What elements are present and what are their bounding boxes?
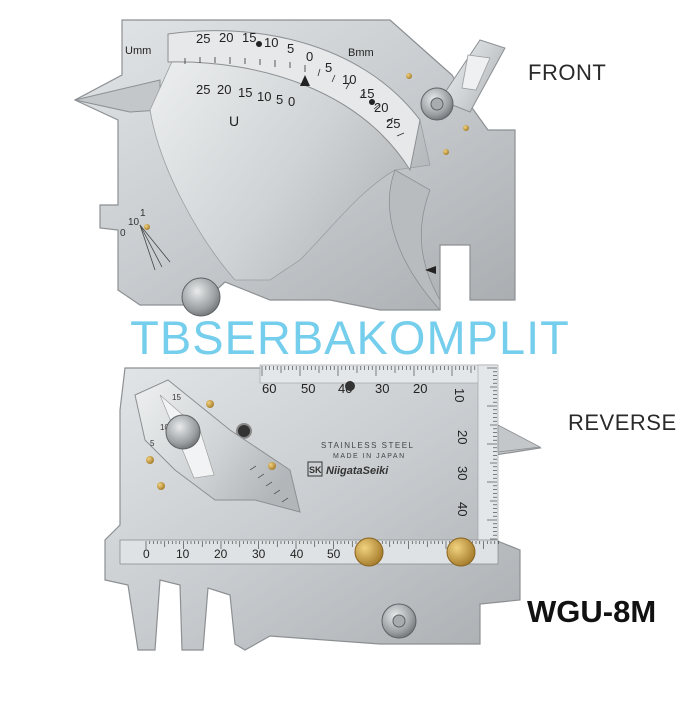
model-number: WGU-8M xyxy=(527,594,657,629)
engraving-material: STAINLESS STEEL xyxy=(321,441,415,450)
side-ruler-label-30: 30 xyxy=(455,466,470,480)
slide-brass-knob xyxy=(354,537,384,567)
front-outer-scale-right-3: 20 xyxy=(374,100,388,115)
front-label: FRONT xyxy=(528,60,607,85)
front-pin xyxy=(443,149,449,155)
bottom-ruler-label-10: 10 xyxy=(176,547,190,561)
side-ruler-label-20: 20 xyxy=(455,430,470,444)
top-ruler-label-30: 30 xyxy=(375,381,389,396)
angle-tool-knob xyxy=(165,414,201,450)
front-pin xyxy=(463,125,469,131)
front-outer-scale-right-0: 5 xyxy=(325,60,332,75)
front-left-unit: Umm xyxy=(125,45,151,57)
front-gauge: 25 20 15 10 5 0 5 10 15 20 25 25 20 15 1… xyxy=(73,19,516,317)
front-inner-scale-left-3: 10 xyxy=(257,89,271,104)
reverse-pin xyxy=(206,400,214,408)
front-outer-scale-left-4: 5 xyxy=(287,41,294,56)
reverse-pin xyxy=(146,456,154,464)
slide-brass-knob xyxy=(446,537,476,567)
front-outer-scale-right-4: 25 xyxy=(386,116,400,131)
reverse-pin xyxy=(268,462,276,470)
watermark-text: TBSERBAKOMPLIT xyxy=(130,311,570,364)
front-pin xyxy=(144,224,150,230)
side-ruler-label-40: 40 xyxy=(455,502,470,516)
front-knob-bottom xyxy=(181,277,221,317)
side-ruler xyxy=(477,364,499,546)
front-dial-band xyxy=(167,30,421,172)
bottom-ruler-label-40: 40 xyxy=(290,547,304,561)
reverse-hole xyxy=(236,423,252,439)
front-outer-scale-right-2: 15 xyxy=(360,86,374,101)
top-ruler-label-10: 10 xyxy=(452,388,467,402)
bottom-ruler-label-0: 0 xyxy=(143,547,150,561)
reverse-pin xyxy=(157,482,165,490)
brand-logo-box xyxy=(307,461,323,477)
front-inner-scale-left-5: 0 xyxy=(288,94,295,109)
top-ruler-label-50: 50 xyxy=(301,381,315,396)
small-scale-15: 15 xyxy=(172,393,181,402)
bottom-ruler-label-30: 30 xyxy=(252,547,266,561)
front-outer-scale-left-1: 20 xyxy=(219,30,233,45)
front-angle-mark-2: 1 xyxy=(140,208,146,219)
front-angle-mark-1: 10 xyxy=(128,217,140,228)
front-pin xyxy=(406,73,412,79)
front-outer-scale-left-0: 25 xyxy=(196,31,210,46)
reverse-label: REVERSE xyxy=(568,410,677,435)
front-blade xyxy=(389,169,441,312)
front-outer-scale-left-2: 15 xyxy=(242,30,256,45)
front-outer-scale-left-3: 10 xyxy=(264,35,278,50)
front-right-unit: Bmm xyxy=(348,47,374,59)
front-inner-scale-left-4: 5 xyxy=(276,92,283,107)
small-scale-10: 10 xyxy=(160,423,169,432)
front-inner-scale-left-1: 20 xyxy=(217,82,231,97)
front-angle-mark-0: 0 xyxy=(120,228,126,239)
top-ruler-label-20: 20 xyxy=(413,381,427,396)
brand-logo-mark: SK xyxy=(309,465,322,475)
bottom-ruler-label-20: 20 xyxy=(214,547,228,561)
front-outer-scale-left-5: 0 xyxy=(306,49,313,64)
bottom-ruler-label-50: 50 xyxy=(327,547,341,561)
engraving-origin: MADE IN JAPAN xyxy=(333,453,406,460)
front-dial-letter: U xyxy=(229,113,239,129)
reverse-gauge: 60 50 40 30 20 10 20 30 40 STAINLESS STE… xyxy=(104,364,542,651)
front-inner-scale-left-2: 15 xyxy=(238,85,252,100)
front-outer-scale-right-1: 10 xyxy=(342,72,356,87)
brand-name: NiigataSeiki xyxy=(326,465,389,477)
small-scale-5: 5 xyxy=(150,439,155,448)
front-inner-scale-left-0: 25 xyxy=(196,82,210,97)
top-ruler-label-60: 60 xyxy=(262,381,276,396)
